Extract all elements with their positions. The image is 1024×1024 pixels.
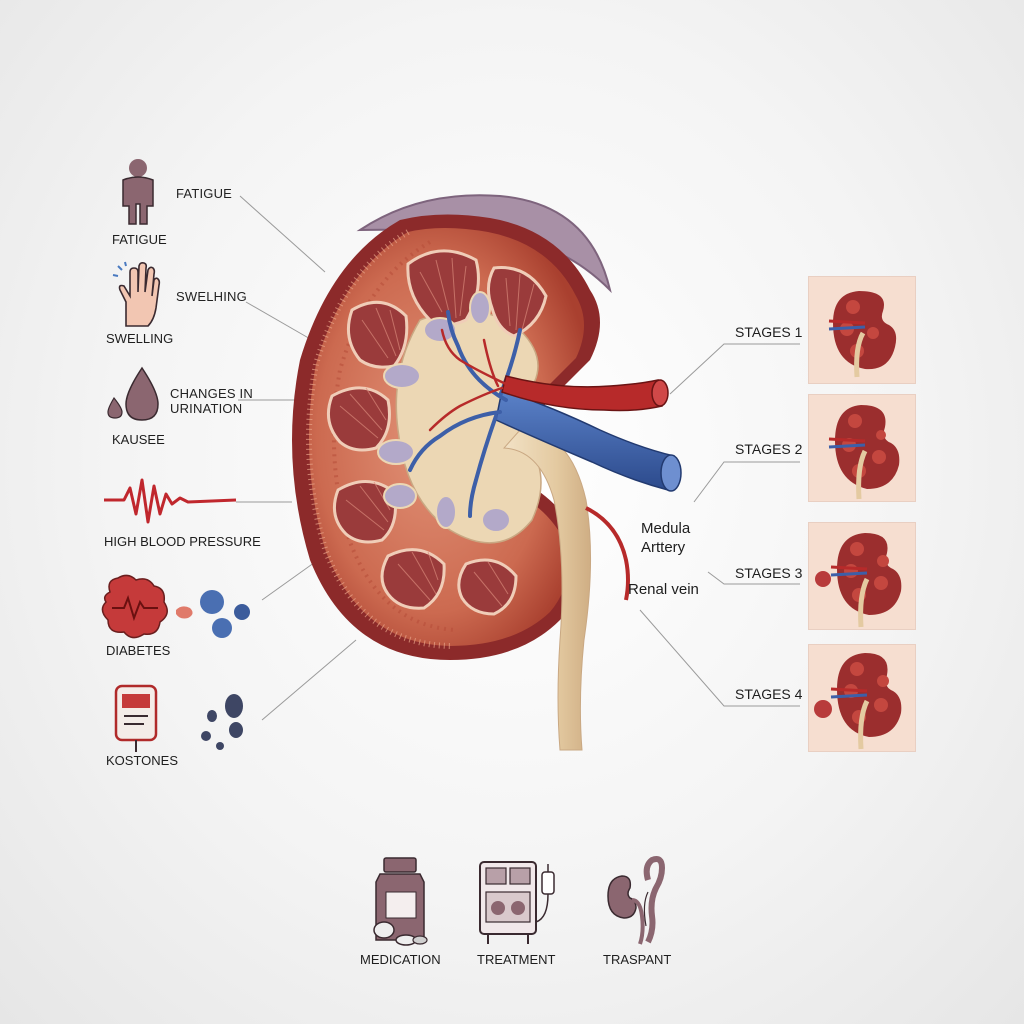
stage-card-3 [808,522,916,630]
symptom-caption-fatigue: FATIGUE [112,232,167,247]
stage-label-4: STAGES 4 [735,686,803,702]
treatment-label-transplant: TRASPANT [603,952,672,967]
stage-card-4 [808,644,916,752]
annotation-renal-vein: Renal vein [628,581,699,598]
stage-4-kidney-icon [814,653,902,750]
droplet-icon [107,366,159,421]
stage-label-3: STAGES 3 [735,565,803,581]
symptom-caption-swelling: SWELLING [106,331,174,346]
stage-1-kidney-icon [828,291,897,378]
symptom-label-fatigue: FATIGUE [176,186,233,201]
ureter [502,429,592,751]
symptom-caption-diabetes: DIABETES [106,643,171,658]
monitor-stones-icon [114,684,243,752]
stage-label-2: STAGES 2 [735,441,803,457]
treatment-label-treatment: TREATMENT [477,952,556,967]
person-icon [122,159,154,225]
heartbeat-wave-icon [104,478,237,524]
medication-bottle-icon [373,857,428,946]
symptom-label-swelling: SWELHING [176,289,247,304]
stage-card-2 [808,394,916,502]
hand-swelling-icon [112,261,161,327]
blood-cells-icon [101,574,250,639]
stage-label-1: STAGES 1 [735,324,803,340]
stage-card-1 [808,276,916,384]
medula-artery [585,506,630,601]
kidney-cross-section [292,194,682,751]
stage-3-kidney-icon [815,533,902,628]
annotation-medula-artery: Medula Arttery [641,520,691,556]
symptom-caption-kostones: KOSTONES [106,753,179,768]
stage-2-kidney-icon [828,405,900,500]
dialysis-machine-icon [479,861,555,944]
treatment-label-medication: MEDICATION [360,952,441,967]
kidney-transplant-icon [607,856,666,945]
symptom-caption-high-blood-pressure: HIGH BLOOD PRESSURE [104,534,261,549]
symptom-caption-kausee: KAUSEE [112,432,165,447]
symptom-label-urination: CHANGES IN URINATION [170,386,253,416]
